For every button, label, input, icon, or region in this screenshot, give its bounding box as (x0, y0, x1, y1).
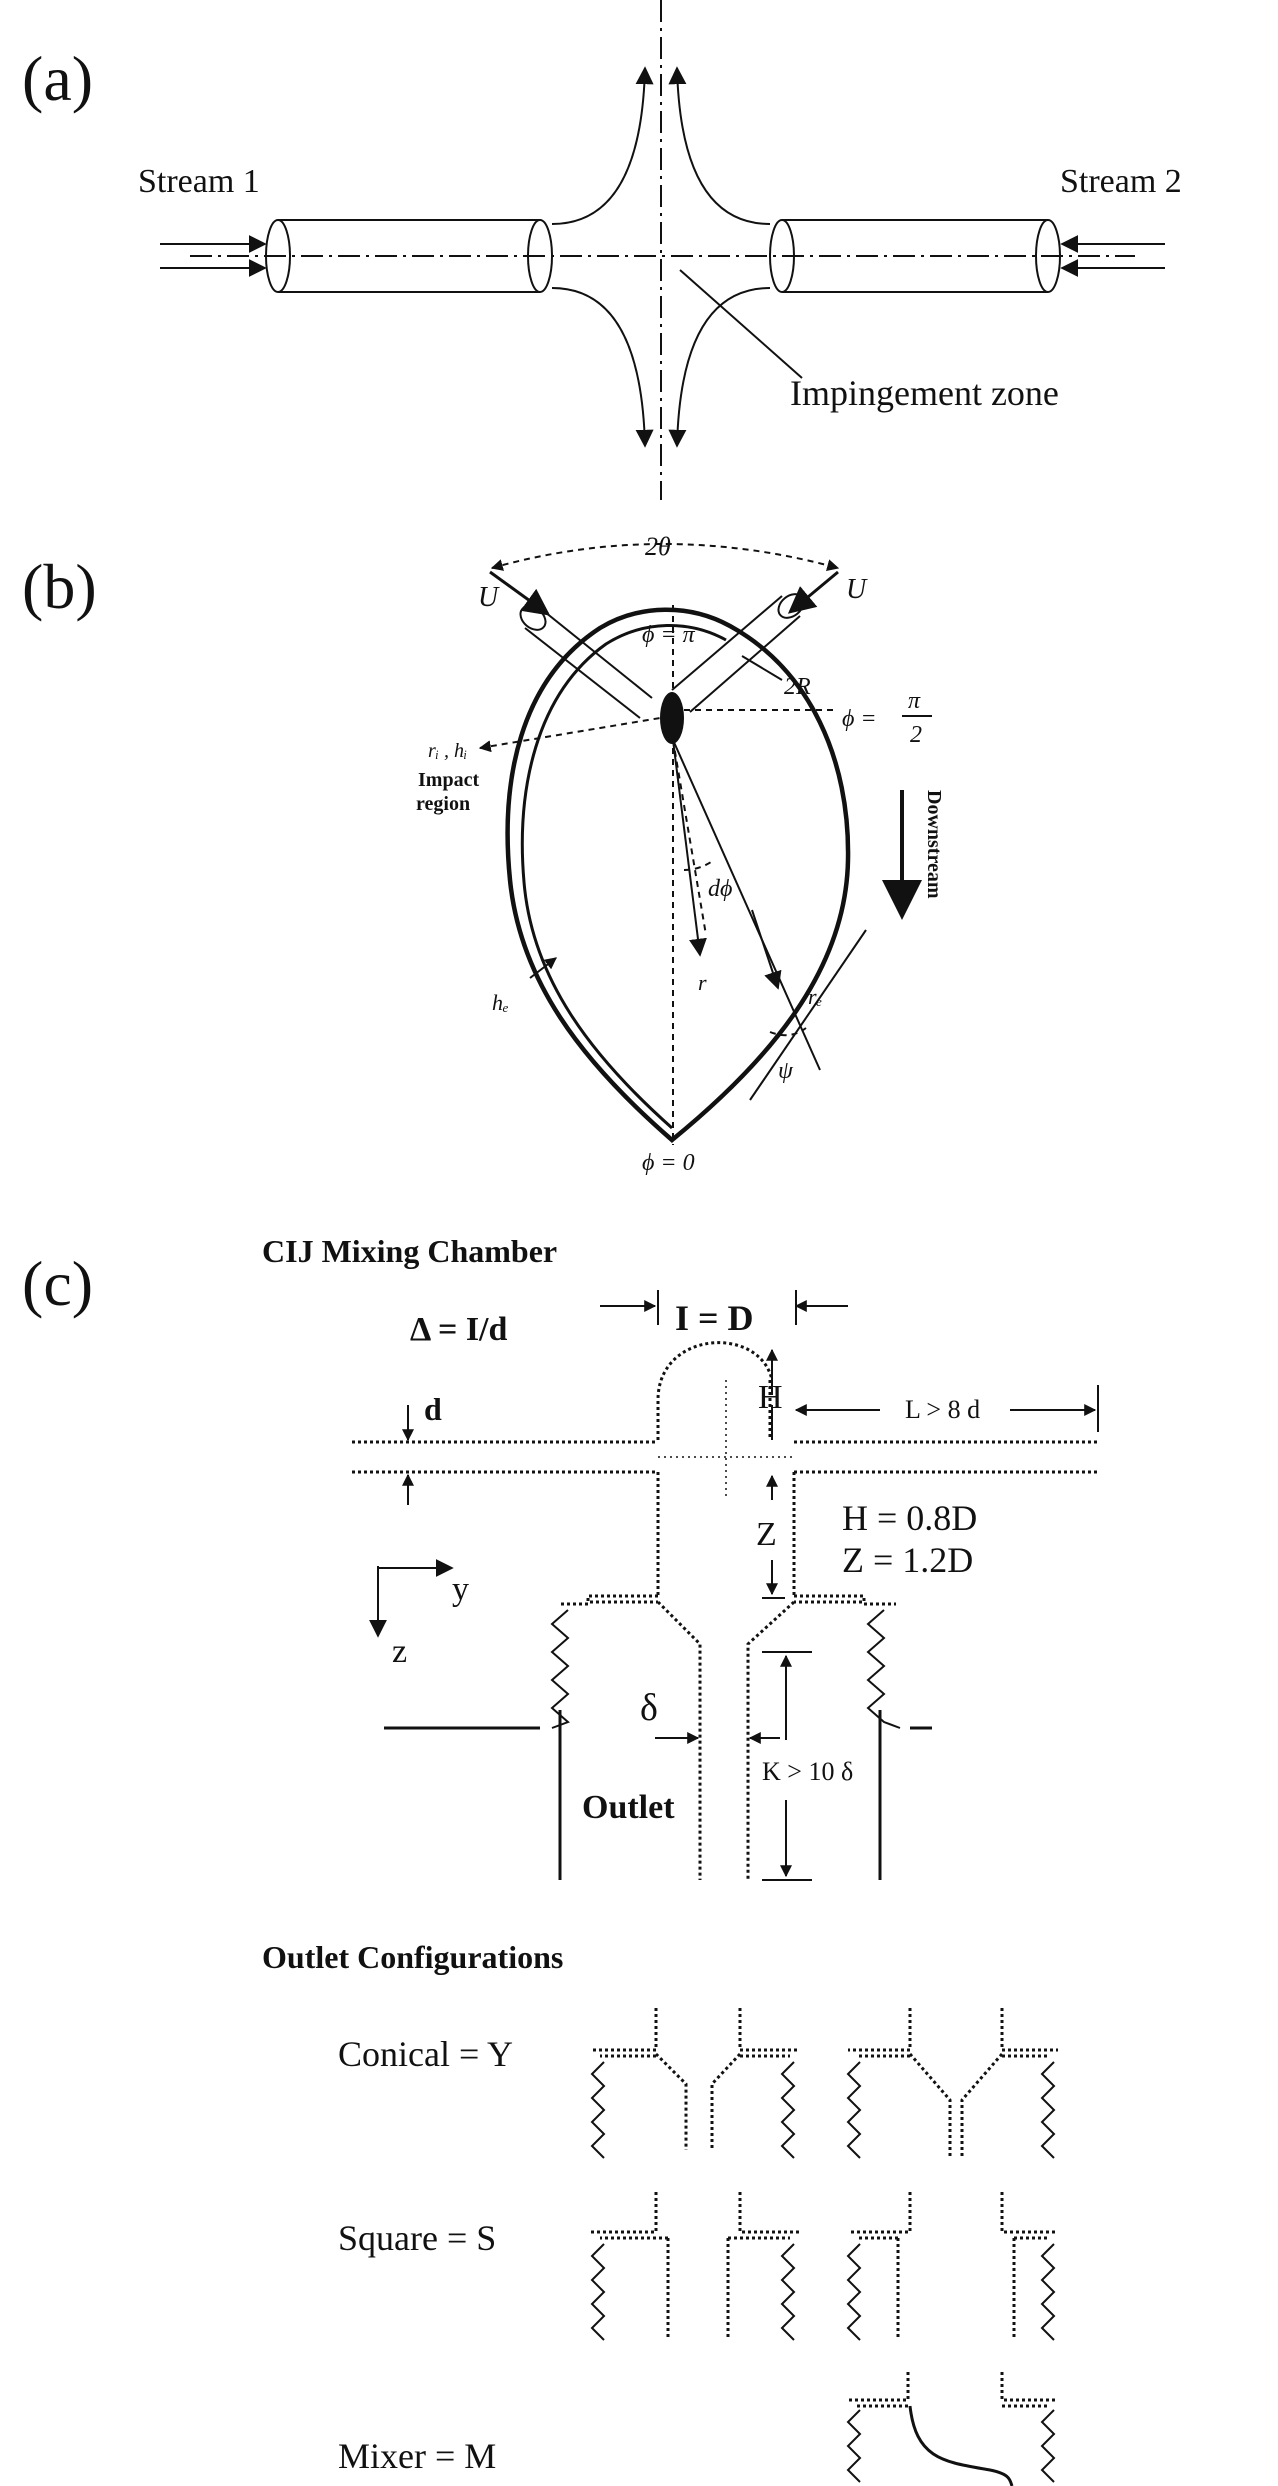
h-equation: H = 0.8D (842, 1498, 977, 1538)
downstream-arrow (882, 790, 922, 920)
left-nozzle (265, 219, 553, 293)
outlet-configurations: Outlet Configurations Conical = Y Square… (262, 1939, 1058, 2486)
velocity-label-right: U (846, 574, 868, 605)
chamber-dome (656, 1341, 774, 1440)
mixer-config (846, 2372, 1058, 2486)
yz-axes (369, 1559, 454, 1638)
i-eq-d-label: I = D (675, 1298, 754, 1338)
impact-region-line2: region (416, 793, 470, 815)
z-label: Z (756, 1516, 777, 1553)
mixer-element (908, 2405, 1014, 2486)
he-arrow (529, 957, 557, 979)
re-label: rₑ (808, 984, 823, 1009)
outlet-label: Outlet (582, 1789, 675, 1826)
mixer-label: Mixer = M (338, 2436, 496, 2476)
downstream-label: Downstream (923, 790, 945, 899)
stream2-label: Stream 2 (1060, 163, 1182, 200)
impact-coords: rᵢ , hᵢ (428, 740, 467, 762)
outlet-body (384, 1594, 932, 1880)
phi-half-pi-prefix: ϕ = (842, 706, 877, 732)
impingement-flow-curves (551, 66, 771, 448)
phi-half-pi-den: 2 (910, 722, 922, 748)
stream1-label: Stream 1 (138, 163, 260, 200)
square-config-2 (846, 2192, 1058, 2341)
two-theta-label: 2θ (645, 532, 671, 561)
velocity-label-left: U (478, 582, 500, 613)
phi-half-pi-num: π (908, 688, 921, 714)
impact-region-line1: Impact (418, 769, 479, 791)
tangent-line (749, 929, 867, 1101)
r-arrow (672, 739, 707, 957)
r-label: r (698, 970, 707, 995)
square-config-1 (590, 2192, 800, 2341)
tangent-ray (672, 739, 821, 1071)
he-label: hₑ (492, 990, 509, 1015)
axis-y-label: y (452, 1571, 469, 1608)
panel-c-label: (c) (22, 1248, 93, 1319)
impingement-leader (679, 269, 803, 379)
radius-label: 2R (784, 674, 811, 700)
stream1-arrows (160, 235, 267, 277)
panel-a-label: (a) (22, 43, 93, 114)
conical-label: Conical = Y (338, 2034, 513, 2074)
impingement-zone-label: Impingement zone (790, 373, 1059, 413)
d-label: d (424, 1391, 442, 1427)
panel-c: (c) CIJ Mixing Chamber Δ = I/d I = D d H (22, 1233, 1099, 1881)
phi-pi-label: ϕ = π (642, 622, 696, 648)
panel-b-label: (b) (22, 551, 97, 622)
panel-a: (a) Stream 1 Stream 2 Impingement zone (22, 0, 1182, 500)
right-feed-pipe (794, 1440, 1098, 1474)
re-arrow (751, 909, 782, 990)
left-velocity-arrow (489, 570, 551, 616)
k-dim-label: K > 10 δ (762, 1757, 853, 1786)
square-label: Square = S (338, 2218, 496, 2258)
z-equation: Z = 1.2D (842, 1540, 973, 1580)
psi-label: ψ (778, 1058, 794, 1084)
impact-leader (478, 717, 661, 753)
outlet-config-title: Outlet Configurations (262, 1939, 563, 1975)
panel-c-title: CIJ Mixing Chamber (262, 1233, 557, 1269)
dphi-arc (683, 859, 715, 871)
r-ray-1 (672, 739, 707, 936)
right-velocity-arrow (787, 570, 839, 614)
conical-config-2 (846, 2008, 1058, 2159)
axis-z-label: z (392, 1633, 407, 1670)
phi-zero-label: ϕ = 0 (642, 1150, 695, 1176)
stream2-arrows (1060, 235, 1165, 277)
right-nozzle (769, 219, 1061, 293)
radius-leader (741, 655, 783, 681)
impact-region-marker (660, 692, 684, 744)
delta-ratio: Δ = I/d (410, 1311, 507, 1348)
liquid-sheet (505, 607, 851, 1143)
dphi-label: dϕ (708, 876, 732, 902)
conical-config-1 (590, 2008, 800, 2159)
h-label: H (758, 1379, 783, 1416)
two-theta-arc (490, 543, 840, 571)
delta-label: δ (640, 1687, 658, 1729)
left-feed-pipe (352, 1440, 658, 1474)
panel-b: (b) 2θ U U rᵢ , hᵢ (22, 532, 945, 1176)
l-dim-label: L > 8 d (905, 1395, 980, 1424)
psi-arc (769, 1027, 807, 1037)
